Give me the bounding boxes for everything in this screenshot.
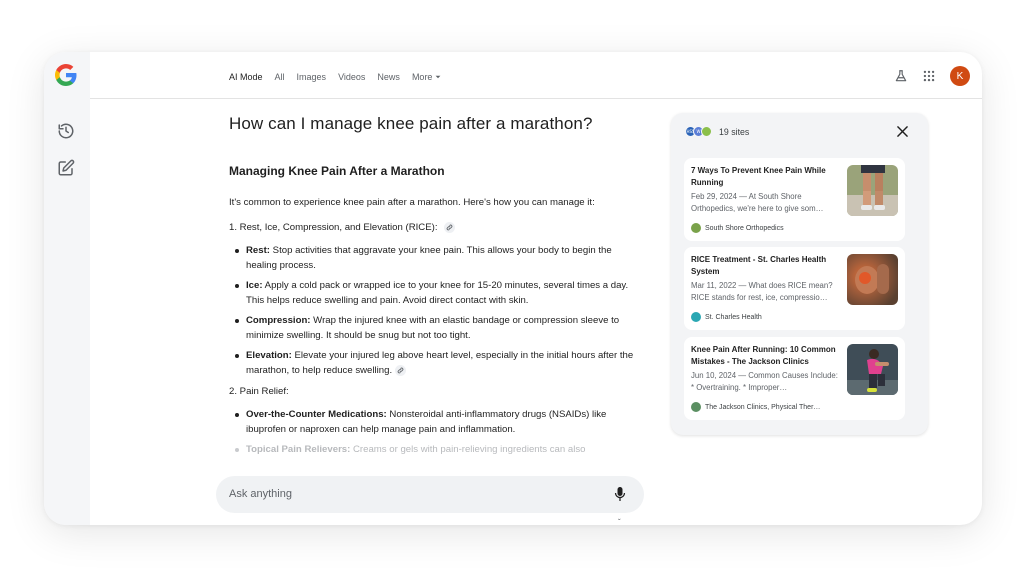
microphone-icon[interactable] <box>614 486 626 502</box>
left-rail <box>44 52 90 525</box>
query-title: How can I manage knee pain after a marat… <box>229 114 593 133</box>
sources-panel: HSS W 19 sites 7 Ways To Prevent Knee Pa… <box>671 113 928 435</box>
list-item-term: Topical Pain Relievers: <box>246 444 351 455</box>
apps-grid-icon[interactable] <box>922 69 936 83</box>
list-item-term: Elevation: <box>246 350 292 361</box>
list-item: Elevation: Elevate your injured leg abov… <box>233 348 639 378</box>
jackson-clinics-favicon <box>691 402 701 412</box>
source-card-title: Knee Pain After Running: 10 Common Mista… <box>691 345 836 366</box>
labs-flask-icon[interactable] <box>894 69 908 83</box>
browser-window: AI Mode All Images Videos News More K Ho… <box>44 52 982 525</box>
pain-relief-list: Over-the-Counter Medications: Nonsteroid… <box>229 407 639 457</box>
tab-news[interactable]: News <box>377 72 400 82</box>
list-item: Compression: Wrap the injured knee with … <box>233 313 639 343</box>
list-item-text: Apply a cold pack or wrapped ice to your… <box>246 280 629 306</box>
st-charles-favicon <box>691 312 701 322</box>
list-item-term: Over-the-Counter Medications: <box>246 409 387 420</box>
list-item-text: Wrap the injured knee with an elastic ba… <box>246 315 620 341</box>
list-item-term: Compression: <box>246 315 311 326</box>
rice-list: Rest: Stop activities that aggravate you… <box>229 243 639 378</box>
list-item: Over-the-Counter Medications: Nonsteroid… <box>233 407 639 437</box>
sources-header: HSS W 19 sites <box>685 126 749 137</box>
tab-more[interactable]: More <box>412 72 442 82</box>
section-title-text: 2. Pain Relief: <box>229 386 289 397</box>
answer-intro: It's common to experience knee pain afte… <box>229 197 595 208</box>
source-card-source: St. Charles Health <box>691 312 762 322</box>
source-card[interactable]: Knee Pain After Running: 10 Common Mista… <box>684 337 905 420</box>
tab-videos[interactable]: Videos <box>338 72 366 82</box>
tab-ai-mode[interactable]: AI Mode <box>229 72 263 82</box>
list-item: Ice: Apply a cold pack or wrapped ice to… <box>233 278 639 308</box>
tab-more-label: More <box>411 72 433 82</box>
source-card-snippet: Jun 10, 2024 — Common Causes Include: * … <box>691 371 838 392</box>
list-item-text: Nonsteroidal anti-inflammatory drugs (NS… <box>246 409 607 435</box>
top-bar: AI Mode All Images Videos News More K <box>90 52 982 99</box>
section-title: 1. Rest, Ice, Compression, and Elevation… <box>229 220 639 235</box>
runner-kneeling-thumbnail <box>847 344 898 395</box>
ask-input[interactable]: Ask anything <box>216 476 644 513</box>
runner-legs-thumbnail <box>847 165 898 216</box>
scroll-caret[interactable]: ˇ <box>618 518 621 525</box>
list-item-text: Creams or gels with pain-relieving ingre… <box>350 444 586 455</box>
header-actions: K <box>894 66 970 86</box>
source-card-snippet: Mar 11, 2022 — What does RICE mean? RICE… <box>691 281 833 302</box>
source-name: The Jackson Clinics, Physical Ther… <box>705 403 821 411</box>
south-shore-favicon <box>691 223 701 233</box>
list-item-text: Stop activities that aggravate your knee… <box>246 245 612 271</box>
source-card-snippet: Feb 29, 2024 — At South Shore Orthopedic… <box>691 192 824 213</box>
source-card[interactable]: RICE Treatment - St. Charles Health Syst… <box>684 247 905 330</box>
knee-pain-thumbnail <box>847 254 898 305</box>
list-item-term: Ice: <box>246 280 263 291</box>
sources-count: 19 sites <box>719 126 750 137</box>
tab-images[interactable]: Images <box>296 72 327 82</box>
caret-down-icon <box>436 75 441 79</box>
favicon-stack: HSS W <box>685 126 712 137</box>
source-card-title: RICE Treatment - St. Charles Health Syst… <box>691 255 827 276</box>
google-logo[interactable] <box>54 63 78 87</box>
ai-answer: How can I manage knee pain after a marat… <box>229 114 639 474</box>
answer-heading: Managing Knee Pain After a Marathon <box>229 164 445 178</box>
source-card-title: 7 Ways To Prevent Knee Pain While Runnin… <box>691 166 826 187</box>
ask-placeholder: Ask anything <box>229 488 292 500</box>
close-icon[interactable] <box>897 126 908 137</box>
source-name: South Shore Orthopedics <box>705 224 784 232</box>
citation-link-icon[interactable] <box>444 222 456 233</box>
citation-link-icon[interactable] <box>395 364 407 376</box>
source-card[interactable]: 7 Ways To Prevent Knee Pain While Runnin… <box>684 158 905 241</box>
history-icon[interactable] <box>57 122 75 140</box>
section-title-text: 1. Rest, Ice, Compression, and Elevation… <box>229 222 438 233</box>
section-title: 2. Pain Relief: <box>229 384 639 399</box>
list-item: Rest: Stop activities that aggravate you… <box>233 243 639 273</box>
site-favicon <box>701 126 712 137</box>
list-item-text: Elevate your injured leg above heart lev… <box>246 350 634 376</box>
tab-all[interactable]: All <box>274 72 285 82</box>
search-tabs: AI Mode All Images Videos News More <box>229 72 453 82</box>
source-card-source: The Jackson Clinics, Physical Ther… <box>691 402 820 412</box>
list-item-term: Rest: <box>246 245 270 256</box>
account-avatar[interactable]: K <box>950 66 970 86</box>
new-chat-icon[interactable] <box>57 159 75 177</box>
source-card-source: South Shore Orthopedics <box>691 223 784 233</box>
list-item: Topical Pain Relievers: Creams or gels w… <box>233 442 639 457</box>
source-name: St. Charles Health <box>705 313 762 321</box>
